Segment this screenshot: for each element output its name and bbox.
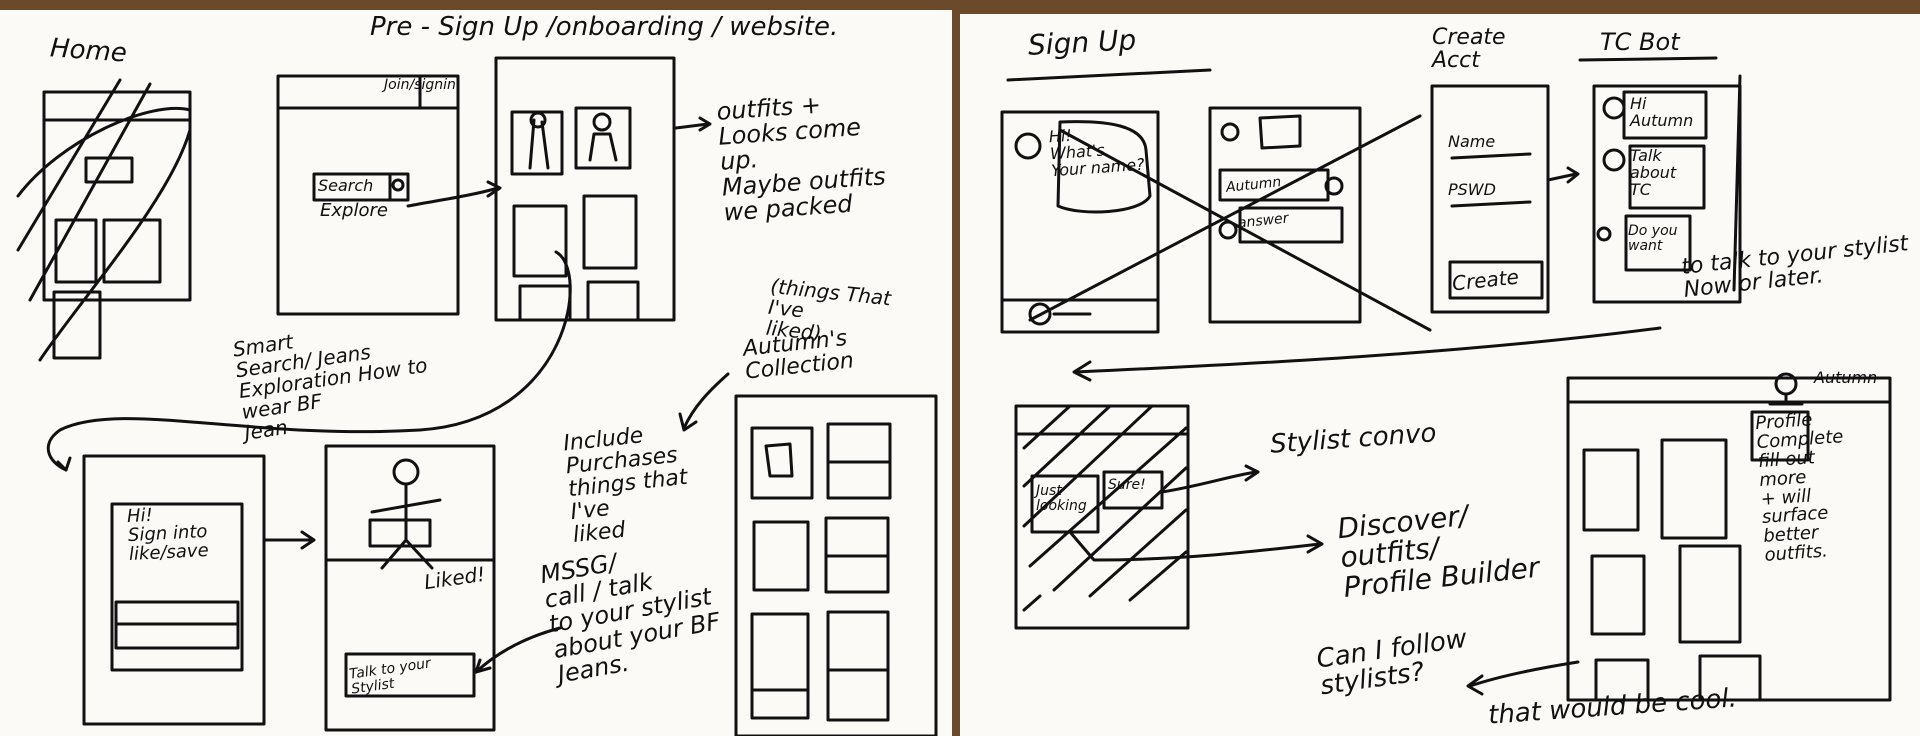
back-arrow xyxy=(1074,326,1662,374)
right-sheet xyxy=(960,14,1920,736)
outfits-note: outfits + Looks come up. Maybe outfits w… xyxy=(715,90,887,227)
stylist-intro-screen xyxy=(1014,404,1324,630)
sign-up-label: Sign Up xyxy=(1027,23,1138,62)
explore-label: Explore xyxy=(320,200,388,221)
tc-bot-label: TC Bot xyxy=(1600,28,1680,56)
profile-complete-note: Profile Complete fill out more + will su… xyxy=(1754,409,1845,567)
chat-greeting: Hi! What's Your name? xyxy=(1048,125,1146,180)
join-signin-page xyxy=(276,74,502,316)
create-acct-label: Create Acct xyxy=(1432,25,1506,74)
discover-outfits-note: Discover/ outfits/ Profile Builder xyxy=(1335,498,1541,604)
results-grid xyxy=(46,56,712,472)
pswd-field-label: PSWD xyxy=(1448,180,1496,199)
home-label: Home xyxy=(49,33,128,69)
create-account-screen xyxy=(1430,84,1580,314)
signup-chat-screens xyxy=(1000,106,1432,334)
autumn-profile-header: Autumn xyxy=(1814,368,1878,387)
join-signin-label: Join/signin xyxy=(384,77,456,93)
home-wireframe xyxy=(16,78,192,362)
bot-hi-message: Hi Autumn xyxy=(1630,94,1694,130)
search-label: Search xyxy=(318,176,374,195)
sure-button-label: Sure! xyxy=(1108,477,1146,493)
search-icon xyxy=(391,178,405,192)
bot-talk-about-message: Talk about TC xyxy=(1630,146,1677,199)
signin-prompt-screen xyxy=(82,454,316,726)
autumns-collection-screen xyxy=(678,372,938,736)
autumn-profile-screen xyxy=(1466,372,1892,702)
name-field-label: Name xyxy=(1448,132,1496,151)
signin-prompt-label: Hi! Sign into like/save xyxy=(126,504,210,565)
left-sheet-title: Pre - Sign Up /onboarding / website. xyxy=(370,12,839,42)
liked-screen xyxy=(324,444,562,732)
just-looking-button-label: Just looking xyxy=(1036,483,1087,514)
tc-bot-screen xyxy=(1592,74,1742,304)
include-purchases-note: Include Purchases things that I've liked xyxy=(562,423,689,549)
bot-do-you-want-message: Do you want xyxy=(1628,223,1678,254)
